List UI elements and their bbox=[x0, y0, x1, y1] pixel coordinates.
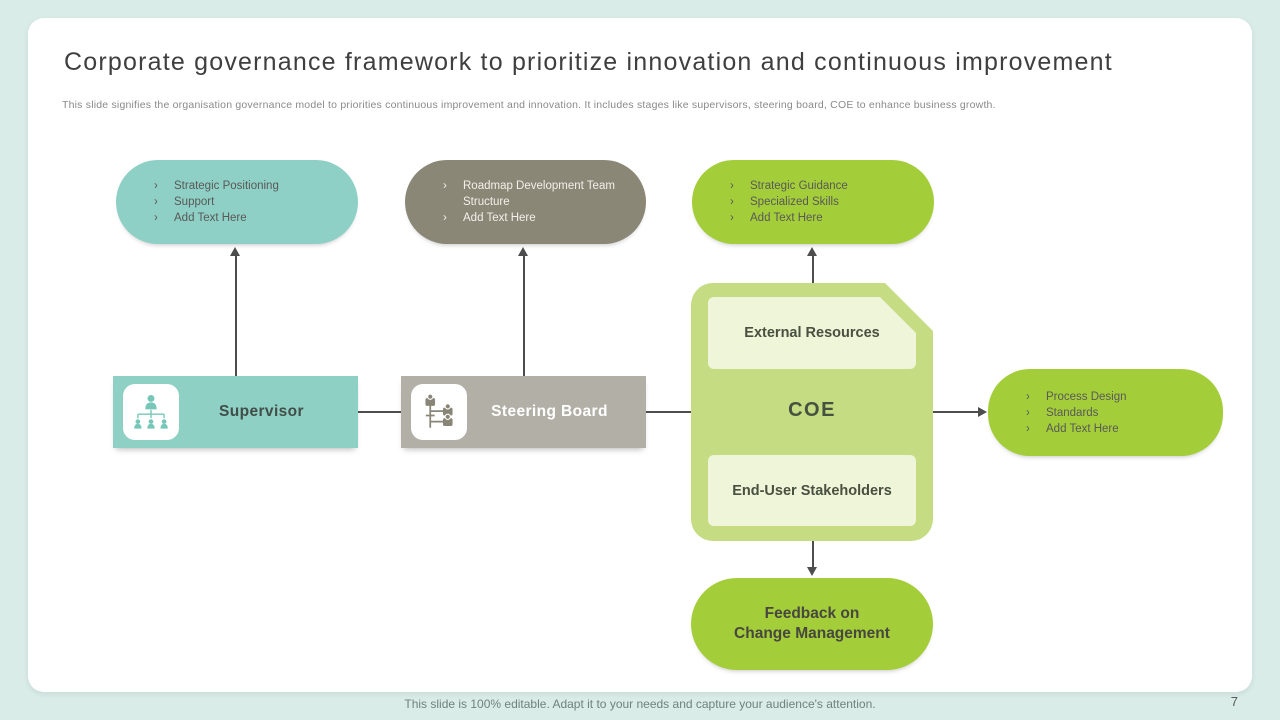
note-item: › Add Text Here bbox=[154, 210, 279, 226]
note-text: Add Text Here bbox=[174, 212, 247, 224]
org-chart-icon bbox=[123, 384, 179, 440]
note-item: › Roadmap Development Team Structure bbox=[443, 178, 633, 210]
note-item: › Standards bbox=[1026, 405, 1127, 421]
note-item: › Strategic Guidance bbox=[730, 178, 848, 194]
note-item: › Support bbox=[154, 194, 279, 210]
bullet-glyph: › bbox=[1026, 390, 1030, 403]
arrowhead-steering-up bbox=[518, 247, 528, 256]
steering-board-node[interactable]: Steering Board bbox=[401, 376, 646, 448]
note-bubble-output[interactable]: › Process Design › Standards › Add Text Her… bbox=[988, 369, 1223, 456]
connector-steering-up bbox=[523, 255, 525, 376]
connector-coe-output bbox=[933, 411, 979, 413]
supervisor-label: Supervisor bbox=[219, 403, 304, 420]
bullet-glyph: › bbox=[154, 212, 158, 224]
note-item: › Strategic Positioning bbox=[154, 178, 279, 194]
note-bubble-steering-board[interactable]: › Roadmap Development Team Structure › Add… bbox=[405, 160, 646, 244]
coe-node[interactable]: External Resources COE End-User Stakehol… bbox=[691, 283, 933, 541]
note-list: › Strategic Positioning › Support › Add Tex… bbox=[116, 178, 279, 226]
note-text: Add Text Here bbox=[1046, 422, 1119, 435]
note-bubble-coe[interactable]: ›Strategic Guidance ›Specialized Skills … bbox=[692, 160, 934, 244]
steering-board-label: Steering Board bbox=[491, 403, 608, 420]
page-number: 7 bbox=[1230, 694, 1238, 709]
connector-supervisor-up bbox=[235, 255, 237, 376]
connector-coe-down bbox=[812, 541, 814, 568]
bullet-glyph: › bbox=[154, 180, 158, 192]
note-list: › Roadmap Development Team Structure › Add… bbox=[405, 178, 633, 226]
note-list: › Process Design › Standards › Add Text Her… bbox=[988, 389, 1127, 437]
coe-label: COE bbox=[788, 399, 836, 421]
note-item: › Add Text Here bbox=[443, 210, 633, 226]
note-list: ›Strategic Guidance ›Specialized Skills … bbox=[692, 178, 848, 226]
bullet-glyph: › bbox=[443, 212, 447, 224]
arrowhead-coe-up bbox=[807, 247, 817, 256]
connector-coe-up bbox=[812, 255, 814, 283]
note-text: Strategic Guidance bbox=[750, 180, 848, 192]
bullet-glyph: › bbox=[730, 180, 734, 192]
connector-steering-coe bbox=[646, 411, 691, 413]
feedback-label-line1: Feedback on bbox=[764, 605, 860, 622]
note-item: › Process Design bbox=[1026, 389, 1127, 405]
bullet-glyph: › bbox=[1026, 406, 1030, 419]
note-text: Add Text Here bbox=[750, 212, 823, 224]
note-text: Support bbox=[174, 196, 215, 208]
slide-card: Corporate governance framework to priori… bbox=[28, 18, 1252, 692]
feedback-node[interactable]: Feedback on Change Management bbox=[691, 578, 933, 670]
arrowhead-coe-output bbox=[978, 407, 987, 417]
feedback-label-line2: Change Management bbox=[734, 625, 890, 642]
bullet-glyph: › bbox=[1026, 422, 1030, 435]
bullet-glyph: › bbox=[443, 180, 447, 192]
note-item: › Specialized Skills bbox=[730, 194, 848, 210]
footer-note: This slide is 100% editable. Adapt it to… bbox=[404, 697, 876, 711]
end-user-stakeholders-box[interactable]: End-User Stakeholders bbox=[708, 455, 916, 526]
connector-supervisor-steering bbox=[358, 411, 401, 413]
note-bubble-supervisor[interactable]: › Strategic Positioning › Support › Add Tex… bbox=[116, 160, 358, 244]
note-text: Roadmap Development Team Structure bbox=[463, 180, 615, 208]
supervisor-node[interactable]: Supervisor bbox=[113, 376, 358, 448]
bullet-glyph: › bbox=[730, 196, 734, 208]
arrowhead-coe-down bbox=[807, 567, 817, 576]
page-subtitle: This slide signifies the organisation go… bbox=[62, 99, 996, 111]
note-item: › Add Text Here bbox=[730, 210, 848, 226]
page-title: Corporate governance framework to priori… bbox=[64, 48, 1113, 76]
note-text: Specialized Skills bbox=[750, 196, 839, 208]
note-text: Process Design bbox=[1046, 390, 1127, 403]
bullet-glyph: › bbox=[154, 196, 158, 208]
hierarchy-icon bbox=[411, 384, 467, 440]
external-resources-box[interactable]: External Resources bbox=[708, 297, 916, 369]
note-text: Add Text Here bbox=[463, 212, 536, 224]
bullet-glyph: › bbox=[730, 212, 734, 224]
note-text: Strategic Positioning bbox=[174, 180, 279, 192]
note-text: Standards bbox=[1046, 406, 1099, 419]
note-item: › Add Text Here bbox=[1026, 421, 1127, 437]
arrowhead-supervisor-up bbox=[230, 247, 240, 256]
